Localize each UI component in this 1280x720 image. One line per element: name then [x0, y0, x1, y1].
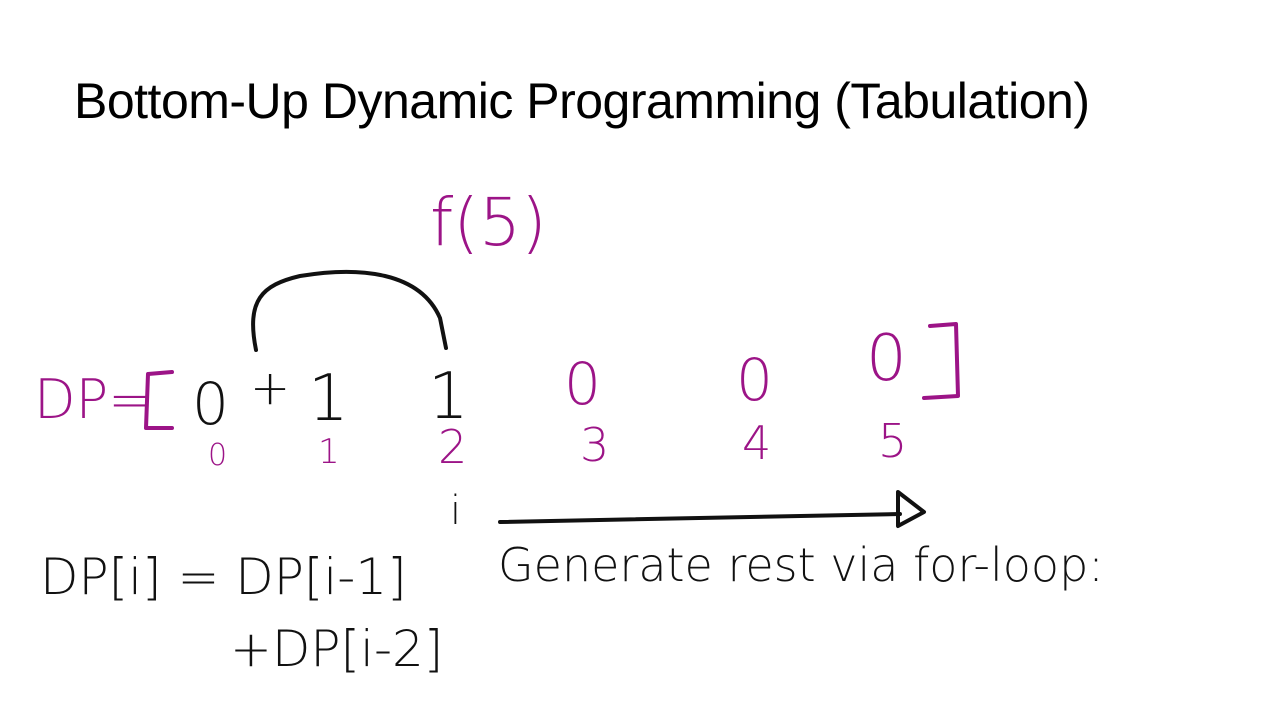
pointer-label: i [450, 488, 462, 534]
loop-arrowhead [896, 490, 926, 528]
close-bracket-stroke [922, 322, 960, 400]
recurrence-line-1: DP[i] = DP[i-1] [40, 548, 407, 606]
dp-index-1: 1 [318, 432, 340, 472]
loop-note: Generate rest via for-loop: [498, 538, 1104, 592]
dp-cell-value-1: 1 [308, 362, 349, 436]
recurrence-line-2: +DP[i-2] [230, 620, 444, 678]
dp-index-5: 5 [878, 414, 908, 468]
array-label: DP= [34, 368, 154, 431]
dp-index-2: 2 [438, 420, 468, 474]
dp-cell-value-3: 0 [564, 350, 601, 418]
plus-sign: + [250, 360, 291, 416]
dp-cell-value-4: 0 [736, 346, 773, 414]
open-bracket-stroke [144, 370, 174, 430]
dp-index-4: 4 [742, 416, 772, 470]
dp-index-0: 0 [208, 438, 228, 473]
dp-index-3: 3 [580, 418, 610, 472]
call-label: f(5) [430, 184, 547, 261]
sum-arc [251, 269, 448, 352]
dp-cell-value-0: 0 [192, 370, 229, 438]
slide-title: Bottom-Up Dynamic Programming (Tabulatio… [74, 73, 1090, 129]
dp-cell-value-5: 0 [866, 322, 907, 396]
loop-arrow [498, 512, 902, 524]
dp-cell-value-2: 1 [428, 360, 469, 434]
